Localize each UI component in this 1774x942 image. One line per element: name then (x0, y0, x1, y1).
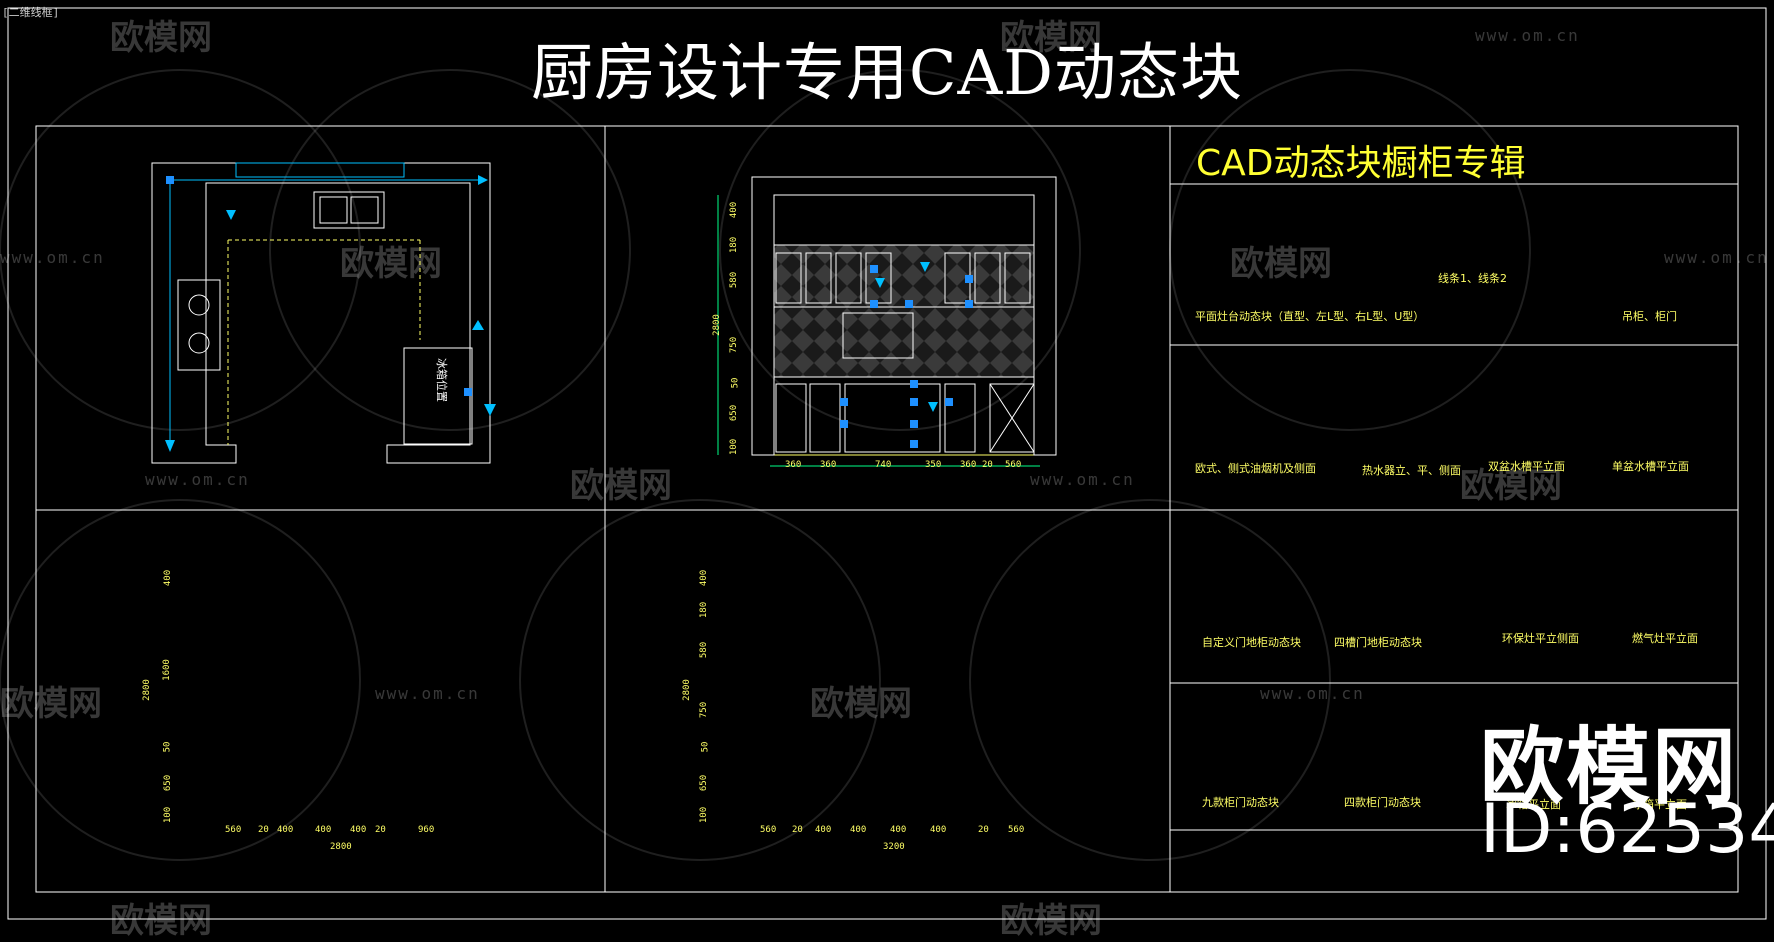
drawing-frame (7, 7, 1767, 920)
viewport-label[interactable]: [二维线框] (2, 6, 60, 19)
dim-label: 360 (785, 460, 802, 470)
watermark-logo: 欧模网 (810, 684, 912, 724)
elevation-top[interactable] (717, 176, 1057, 467)
catalog-item-label: 热水器立、平、侧面 (1362, 464, 1461, 477)
dim-label: 360 (960, 460, 977, 470)
dim-label: 580 (699, 641, 710, 659)
dim-total: 3200 (883, 842, 905, 852)
catalog-item-label: 环保灶平立侧面 (1502, 632, 1579, 645)
catalog-item-label: 燃气灶平立面 (1632, 632, 1698, 645)
dim-label: 50 (730, 377, 741, 389)
catalog-item-label: 线条1、线条2 (1438, 272, 1507, 285)
dim-label: 400 (163, 569, 174, 587)
catalog-item-label: 欧式、侧式油烟机及侧面 (1195, 462, 1316, 475)
dim-label: 50 (162, 741, 173, 753)
dim-label: 20 (258, 825, 269, 835)
dim-label: 740 (875, 460, 892, 470)
dim-label: 20 (792, 825, 803, 835)
brand-id: ID:625349 (1480, 790, 1774, 869)
watermark-url: www.om.cn (1475, 26, 1580, 45)
watermark-logo: 欧模网 (340, 244, 442, 284)
fridge-location-label: 冰箱位置 (435, 358, 448, 402)
dim-label: 400 (930, 825, 947, 835)
watermark-logo: 欧模网 (1460, 466, 1562, 506)
watermark-url: www.om.cn (145, 470, 250, 489)
dim-label: 100 (729, 438, 740, 456)
watermark-logo: 欧模网 (110, 18, 212, 58)
catalog-title: CAD动态块橱柜专辑 (1196, 143, 1526, 184)
catalog-item-label: 四款柜门动态块 (1344, 796, 1421, 809)
dim-label: 20 (978, 825, 989, 835)
dim-label: 1600 (161, 659, 172, 681)
watermark-url: www.om.cn (1030, 470, 1135, 489)
dim-label: 580 (729, 271, 740, 289)
watermark-logo: 欧模网 (0, 684, 102, 724)
catalog-item-label: 双盆水槽平立面 (1488, 460, 1565, 473)
catalog-item-label: 吊柜、柜门 (1622, 310, 1677, 323)
watermark-url: www.om.cn (1260, 684, 1365, 703)
dim-label: 180 (729, 236, 740, 254)
dim-label: 400 (315, 825, 332, 835)
dim-label: 560 (1008, 825, 1025, 835)
dim-label: 100 (163, 806, 174, 824)
dim-label: 400 (699, 569, 710, 587)
dim-label: 400 (890, 825, 907, 835)
dim-label: 400 (277, 825, 294, 835)
dim-label: 400 (850, 825, 867, 835)
dim-label: 960 (418, 825, 435, 835)
dim-label: 650 (699, 774, 710, 792)
dim-label: 400 (815, 825, 832, 835)
dim-total: 2800 (330, 842, 352, 852)
dim-label: 350 (925, 460, 942, 470)
watermark-rings (0, 69, 1531, 861)
dim-label: 180 (699, 601, 710, 619)
dim-label: 650 (729, 404, 740, 422)
dim-label: 2800 (681, 679, 692, 701)
kitchen-plan[interactable] (151, 162, 496, 464)
catalog-item-label: 冰箱平立面 (1632, 798, 1687, 811)
dim-label: 650 (163, 774, 174, 792)
dim-label: 400 (350, 825, 367, 835)
watermark-logo: 欧模网 (1230, 244, 1332, 284)
catalog-item-label: 冰箱平立面 (1506, 798, 1561, 811)
dim-label: 400 (729, 201, 740, 219)
dim-label: 50 (700, 741, 711, 753)
dim-label: 2800 (711, 314, 722, 336)
dim-label: 100 (699, 806, 710, 824)
dim-label: 560 (760, 825, 777, 835)
dim-label: 560 (1005, 460, 1022, 470)
dim-label: 750 (699, 701, 710, 719)
dim-label: 20 (375, 825, 386, 835)
watermark-url: www.om.cn (1664, 248, 1769, 267)
catalog-item-label: 平面灶台动态块（直型、左L型、右L型、U型） (1195, 310, 1425, 323)
watermark-logo: 欧模网 (570, 466, 672, 506)
catalog-item-label: 单盆水槽平立面 (1612, 460, 1689, 473)
catalog-item-label: 四槽门地柜动态块 (1334, 636, 1422, 649)
dim-label: 560 (225, 825, 242, 835)
watermark-logo: 欧模网 (1000, 18, 1102, 58)
watermark-url: www.om.cn (0, 248, 105, 267)
dim-label: 750 (729, 336, 740, 354)
catalog-item-label: 自定义门地柜动态块 (1202, 636, 1301, 649)
watermark-url: www.om.cn (375, 684, 480, 703)
dim-label: 2800 (141, 679, 152, 701)
dim-label: 20 (982, 460, 993, 470)
drawing-title: 厨房设计专用CAD动态块 (531, 36, 1243, 109)
dim-label: 360 (820, 460, 837, 470)
catalog-item-label: 九款柜门动态块 (1202, 796, 1279, 809)
brand-logo-text: 欧模网 (1480, 718, 1739, 816)
